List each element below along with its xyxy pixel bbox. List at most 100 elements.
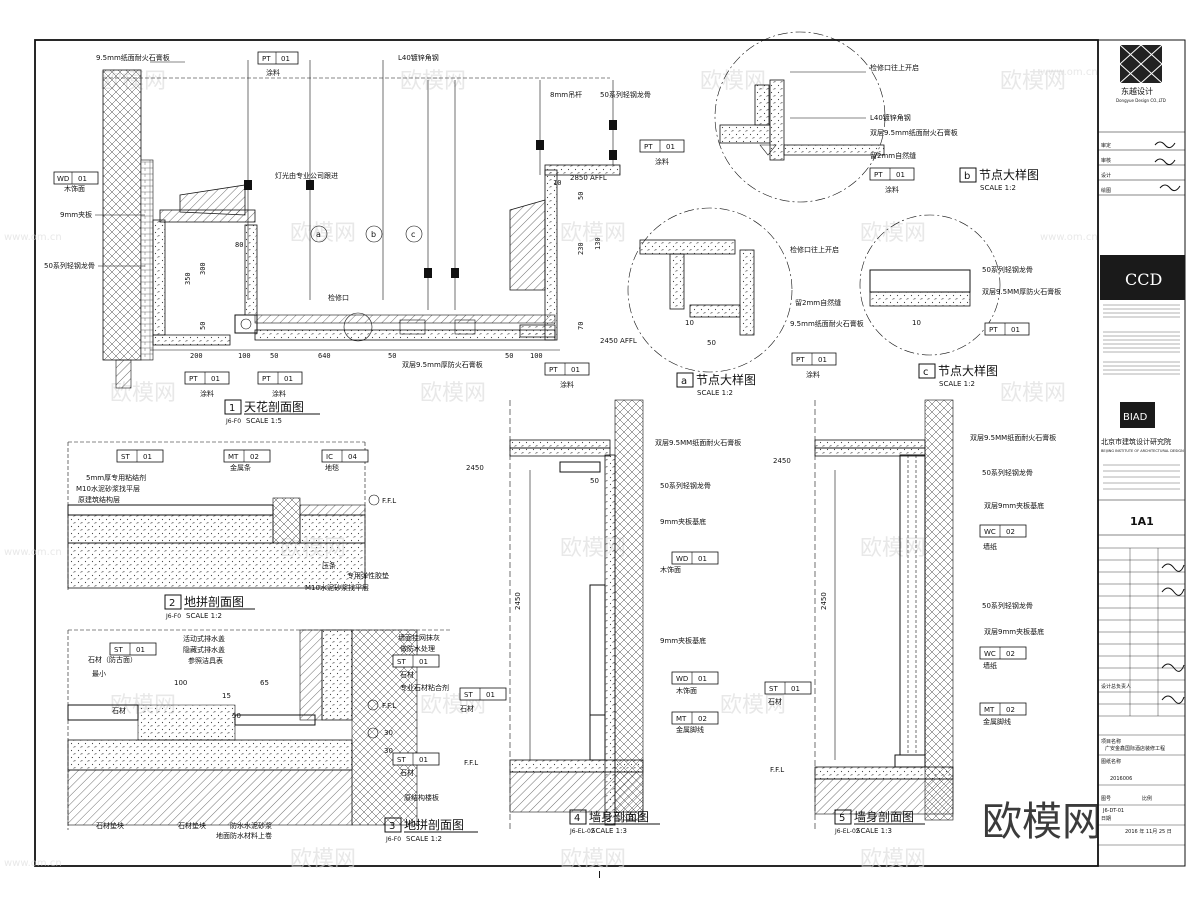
svg-text:SCALE 1:2: SCALE 1:2	[939, 380, 975, 388]
watermark-brand: 欧模网	[560, 847, 626, 872]
svg-text:50: 50	[270, 352, 278, 360]
svg-text:木饰面: 木饰面	[660, 565, 681, 574]
label-level1: 2850 AFFL	[570, 174, 607, 182]
signature	[1159, 184, 1181, 192]
svg-text:2: 2	[169, 598, 175, 609]
svg-text:MT: MT	[228, 453, 239, 461]
svg-text:BEIJING INSTITUTE OF ARCHITECT: BEIJING INSTITUTE OF ARCHITECTURAL DESIG…	[1101, 449, 1184, 453]
svg-text:石材: 石材	[400, 670, 414, 679]
svg-text:2016006: 2016006	[1110, 776, 1132, 782]
svg-text:640: 640	[318, 352, 331, 360]
svg-text:石材垫块: 石材垫块	[178, 821, 206, 830]
ceiling-section-scale: SCALE 1:5	[246, 417, 282, 425]
svg-text:IC: IC	[326, 453, 333, 461]
svg-text:活动式排水盖: 活动式排水盖	[183, 634, 225, 643]
svg-text:01: 01	[698, 675, 707, 683]
svg-text:PT: PT	[262, 375, 271, 383]
svg-text:WD: WD	[57, 175, 69, 183]
svg-text:WC: WC	[984, 650, 996, 658]
svg-text:50: 50	[577, 192, 585, 200]
svg-text:留2mm自然缝: 留2mm自然缝	[870, 151, 916, 160]
wood-panel	[140, 159, 154, 361]
svg-text:双层9.5MM纸面耐火石膏板: 双层9.5MM纸面耐火石膏板	[970, 433, 1056, 442]
floor-section-3: 石材（防古面） 活动式排水盖 隐藏式排水盖 参照洁具表 最小 墙面挂网抹灰 做防…	[67, 629, 478, 843]
svg-text:4: 4	[574, 813, 580, 824]
wall-section-5-title: 墙身剖面图	[854, 809, 914, 824]
svg-text:参照洁具表: 参照洁具表	[188, 656, 223, 665]
svg-text:01: 01	[211, 375, 220, 383]
svg-text:双层9.5mm纸面耐火石膏板: 双层9.5mm纸面耐火石膏板	[870, 128, 958, 137]
svg-text:02: 02	[250, 453, 259, 461]
svg-text:50系列轻钢龙骨: 50系列轻钢龙骨	[982, 468, 1033, 477]
watermark-brand: 欧模网	[720, 693, 786, 718]
svg-text:PT: PT	[796, 356, 805, 364]
svg-text:01: 01	[486, 691, 495, 699]
svg-text:J6-F0: J6-F0	[225, 418, 241, 425]
svg-text:审定: 审定	[1101, 142, 1111, 149]
svg-text:9.5mm纸面耐火石膏板: 9.5mm纸面耐火石膏板	[790, 319, 864, 328]
svg-text:PT: PT	[874, 171, 883, 179]
svg-text:50: 50	[388, 352, 396, 360]
label-access: 检修口	[328, 293, 349, 302]
svg-text:墙纸: 墙纸	[983, 542, 997, 551]
svg-text:防水水泥砂浆: 防水水泥砂浆	[230, 821, 272, 830]
label-keel50: 50系列轻钢龙骨	[600, 90, 651, 99]
floor-section-2-title: 地拼剖面图	[184, 595, 244, 609]
svg-text:日期: 日期	[1101, 816, 1111, 822]
detail-b-title: 节点大样图	[979, 167, 1039, 182]
svg-text:双层9.5MM纸面耐火石膏板: 双层9.5MM纸面耐火石膏板	[655, 438, 741, 447]
svg-text:ST: ST	[397, 756, 406, 764]
watermark-url: www.om.cn	[4, 858, 62, 869]
watermark-brand: 欧模网	[420, 381, 486, 406]
svg-text:c: c	[923, 367, 929, 378]
svg-text:PT: PT	[549, 366, 558, 374]
svg-text:30: 30	[384, 747, 393, 755]
svg-text:02: 02	[698, 715, 707, 723]
svg-text:01: 01	[281, 55, 290, 63]
svg-text:130: 130	[594, 237, 602, 250]
svg-text:01: 01	[666, 143, 675, 151]
svg-text:2450: 2450	[773, 457, 791, 465]
svg-text:15: 15	[222, 692, 231, 700]
svg-text:墙纸: 墙纸	[983, 661, 997, 670]
firm3-name: 北京市建筑设计研究院	[1101, 437, 1171, 446]
firm3-logo	[1120, 402, 1155, 428]
svg-text:原结构楼板: 原结构楼板	[404, 793, 439, 802]
svg-text:PT: PT	[989, 326, 998, 334]
svg-text:65: 65	[260, 679, 269, 687]
svg-text:WC: WC	[984, 528, 996, 536]
svg-text:原建筑结构层: 原建筑结构层	[78, 495, 120, 504]
svg-text:石材（防古面）: 石材（防古面）	[88, 655, 137, 664]
svg-text:设计总负责人: 设计总负责人	[1101, 683, 1131, 690]
svg-text:01: 01	[896, 171, 905, 179]
svg-text:300: 300	[199, 262, 207, 275]
svg-text:检修口往上开启: 检修口往上开启	[790, 245, 839, 254]
svg-text:PT: PT	[644, 143, 653, 151]
svg-text:J6-EL-02: J6-EL-02	[834, 828, 860, 835]
drawing-code: 1A1	[1130, 515, 1154, 528]
svg-text:专业石材粘合剂: 专业石材粘合剂	[400, 683, 449, 692]
svg-text:b: b	[964, 171, 970, 182]
svg-text:双层9mm夹板基底: 双层9mm夹板基底	[984, 627, 1044, 636]
svg-text:01: 01	[791, 685, 800, 693]
label-keel-left: 50系列轻钢龙骨	[44, 261, 95, 270]
svg-text:04: 04	[348, 453, 357, 461]
callout-a	[310, 225, 328, 243]
firm1-name: 东越设计	[1121, 86, 1153, 96]
label-board9: 9mm夹板	[60, 210, 92, 219]
svg-text:ST: ST	[397, 658, 406, 666]
svg-text:设计: 设计	[1101, 172, 1111, 179]
svg-text:200: 200	[190, 352, 203, 360]
svg-text:2450: 2450	[820, 592, 828, 610]
watermark-brand: 欧模网	[400, 69, 466, 94]
label-board-top: 9.5mm纸面耐火石膏板	[96, 53, 170, 62]
page-mark: I	[598, 870, 601, 881]
svg-text:SCALE 1:2: SCALE 1:2	[697, 389, 733, 397]
svg-text:Dongyue Design CO.,LTD: Dongyue Design CO.,LTD	[1116, 98, 1166, 103]
svg-text:10: 10	[685, 319, 694, 327]
detail-a-title: 节点大样图	[696, 372, 756, 387]
svg-text:c: c	[411, 230, 415, 239]
project-name: 广安金鑫国际酒店装修工程	[1105, 745, 1165, 752]
brand-watermark: 欧模网	[982, 799, 1102, 845]
